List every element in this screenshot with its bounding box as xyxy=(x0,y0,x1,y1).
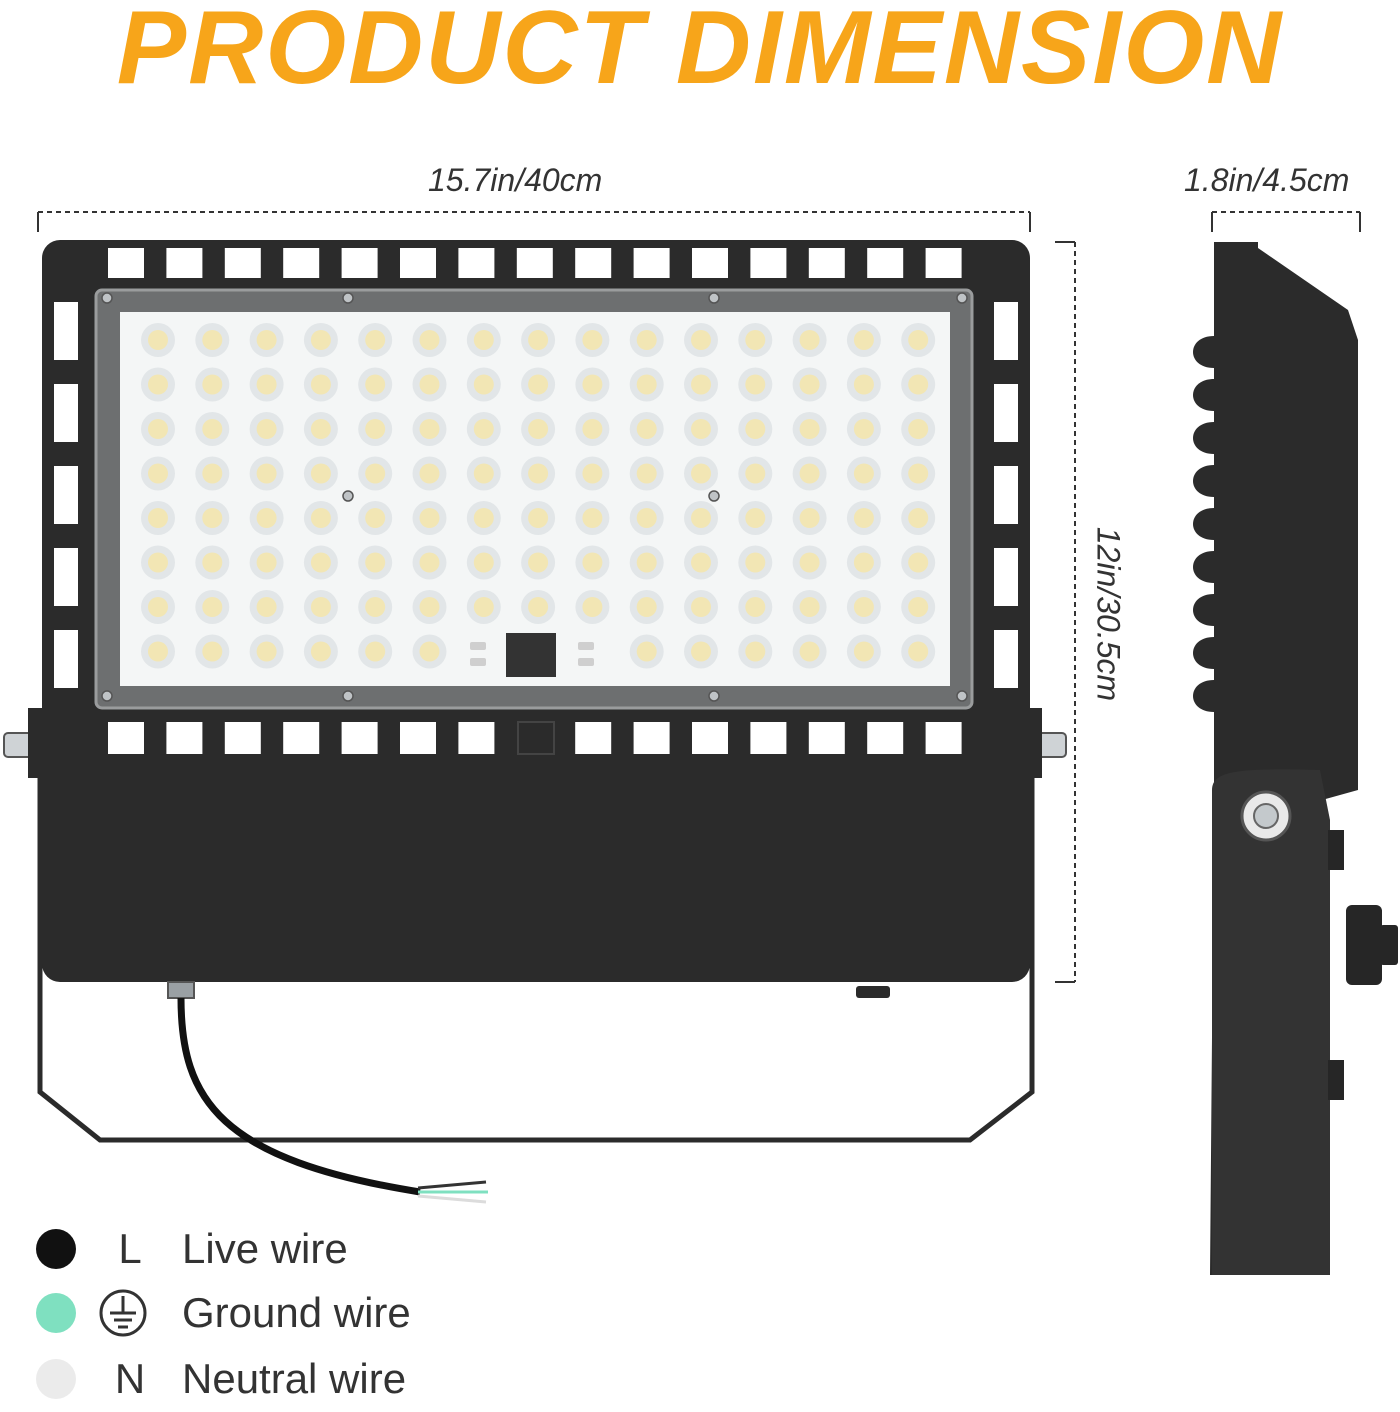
vent-slot xyxy=(283,722,320,754)
power-cable xyxy=(177,997,421,1196)
vent-slot xyxy=(867,722,904,754)
vent-slot xyxy=(692,248,728,278)
vent-slot xyxy=(994,302,1018,360)
led-grid xyxy=(141,323,936,669)
vent-slot xyxy=(750,722,787,754)
vent-slot xyxy=(925,248,962,278)
vent-slot xyxy=(166,248,203,278)
sensor-slot xyxy=(517,721,555,755)
ground-wire-dot xyxy=(36,1293,76,1333)
vent-slot xyxy=(994,548,1018,606)
side-led-bump xyxy=(1193,508,1214,540)
depth-dimension-line xyxy=(1211,211,1361,232)
vent-slot xyxy=(224,722,261,754)
vent-slot xyxy=(633,722,670,754)
vent-slot xyxy=(925,722,962,754)
side-button xyxy=(856,986,890,998)
lens-screws xyxy=(101,292,968,702)
live-wire-label: Live wire xyxy=(182,1225,348,1272)
vent-slot xyxy=(54,548,78,606)
side-led-bump xyxy=(1193,422,1214,454)
screw xyxy=(342,292,354,304)
bottom-vent-row xyxy=(108,722,962,754)
vent-slot xyxy=(575,248,612,278)
ground-wire-label: Ground wire xyxy=(182,1289,411,1336)
vent-slot xyxy=(283,248,320,278)
width-dimension-line xyxy=(37,211,1031,232)
vent-slot xyxy=(341,722,378,754)
screw xyxy=(708,690,720,702)
vent-slot xyxy=(400,722,436,754)
screw xyxy=(708,490,720,502)
vent-slot xyxy=(224,248,261,278)
vent-slot xyxy=(400,248,436,278)
screw xyxy=(956,690,968,702)
vent-slot xyxy=(867,248,904,278)
vent-slot xyxy=(54,384,78,442)
vent-slot xyxy=(458,248,495,278)
side-led-bump xyxy=(1193,551,1214,583)
ground-symbol-icon xyxy=(99,1289,147,1337)
mounting-bracket xyxy=(37,712,1035,1143)
side-led-bump xyxy=(1193,637,1214,669)
driver-chip xyxy=(506,633,556,677)
side-led-bump xyxy=(1193,680,1214,712)
vent-slot xyxy=(808,722,845,754)
vent-slot xyxy=(750,248,787,278)
screw xyxy=(342,690,354,702)
top-vent-row xyxy=(108,248,962,278)
live-symbol: L xyxy=(118,1225,142,1272)
depth-dimension-label: 1.8in/4.5cm xyxy=(1184,162,1350,198)
terminal-pads xyxy=(470,642,594,666)
side-vent-columns xyxy=(54,302,1018,688)
bracket-knob-left xyxy=(3,708,42,778)
legend-neutral-wire: N Neutral wire xyxy=(36,1352,556,1412)
screw xyxy=(342,490,354,502)
screw xyxy=(708,292,720,304)
cable-gland xyxy=(167,981,195,999)
live-wire-dot xyxy=(36,1229,76,1269)
side-led-bump xyxy=(1193,465,1214,497)
vent-slot xyxy=(341,248,378,278)
neutral-wire-label: Neutral wire xyxy=(182,1355,407,1402)
vent-slot xyxy=(994,466,1018,524)
neutral-symbol: N xyxy=(114,1355,146,1402)
neutral-wire-dot xyxy=(36,1359,76,1399)
page-title: PRODUCT DIMENSION xyxy=(116,0,1284,106)
side-led-bump xyxy=(1193,336,1214,368)
side-led-bump xyxy=(1193,379,1214,411)
side-junction-box xyxy=(1328,830,1398,1100)
width-dimension-label: 15.7in/40cm xyxy=(428,162,603,198)
vent-slot xyxy=(54,466,78,524)
side-led-bumps xyxy=(1193,336,1214,712)
screw xyxy=(956,292,968,304)
screw xyxy=(101,690,113,702)
vent-slot xyxy=(994,630,1018,688)
bracket-knob-right xyxy=(1028,708,1067,778)
vent-slot xyxy=(633,248,670,278)
screw xyxy=(101,292,113,304)
vent-slot xyxy=(166,722,203,754)
legend-live-wire: L Live wire xyxy=(36,1222,556,1282)
vent-slot xyxy=(575,722,612,754)
wire-ends xyxy=(417,1180,488,1204)
vent-slot xyxy=(54,630,78,688)
floodlight-side-view xyxy=(1193,242,1398,1275)
vent-slot xyxy=(994,384,1018,442)
side-led-bump xyxy=(1193,594,1214,626)
vent-slot xyxy=(108,722,144,754)
vent-slot xyxy=(516,248,553,278)
vent-slot xyxy=(108,248,144,278)
height-dimension-line xyxy=(1055,241,1076,983)
vent-slot xyxy=(692,722,728,754)
vent-slot xyxy=(458,722,495,754)
vent-slot xyxy=(808,248,845,278)
vent-slot xyxy=(54,302,78,360)
legend-ground-wire: Ground wire xyxy=(36,1286,556,1346)
